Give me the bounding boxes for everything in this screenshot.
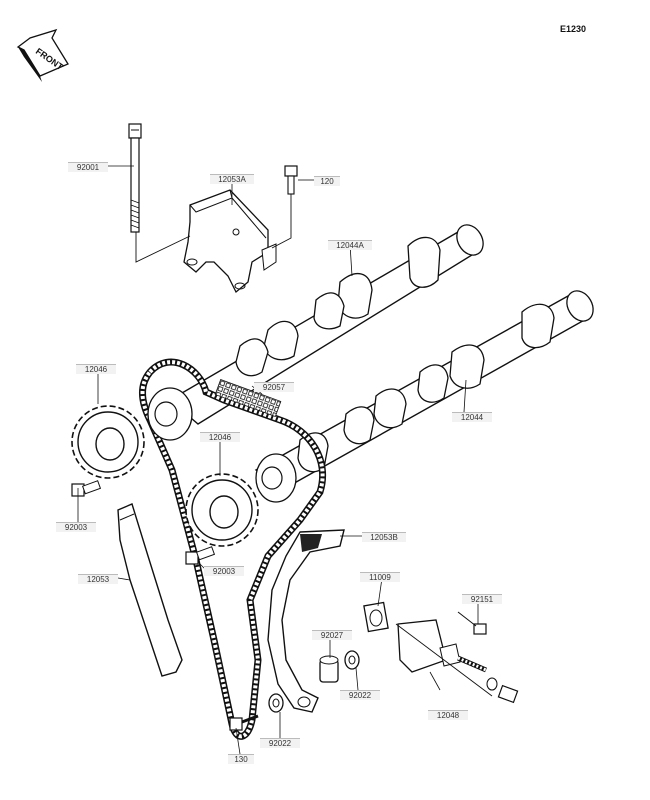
washer-right	[344, 650, 360, 670]
bottom-bolt	[229, 714, 259, 731]
part-label-92022-bottom[interactable]: 92022	[260, 738, 300, 748]
part-label-92001[interactable]: 92001	[68, 162, 108, 172]
part-label-130[interactable]: 130	[228, 754, 254, 764]
part-label-11009[interactable]: 11009	[360, 572, 400, 582]
collar	[319, 655, 339, 683]
part-label-92003-mid[interactable]: 92003	[204, 566, 244, 576]
part-label-12053[interactable]: 12053	[78, 574, 118, 584]
small-bolt	[284, 165, 298, 195]
part-label-12046-upper[interactable]: 12046	[76, 364, 116, 374]
sprocket-bolt-left	[71, 480, 102, 497]
washer-bottom	[268, 693, 284, 713]
part-label-12044a[interactable]: 12044A	[328, 240, 372, 250]
part-label-12044[interactable]: 12044	[452, 412, 492, 422]
chain-tensioner	[395, 619, 519, 704]
sprocket-middle	[185, 473, 259, 547]
part-label-92057[interactable]: 92057	[254, 382, 294, 392]
long-bolt	[128, 123, 142, 233]
intake-camshaft	[168, 224, 484, 425]
part-label-12046-lower[interactable]: 12046	[200, 432, 240, 442]
part-label-12053a[interactable]: 12053A	[210, 174, 254, 184]
part-label-12048[interactable]: 12048	[428, 710, 468, 720]
left-chain-guide	[117, 503, 183, 677]
tensioner-bolt	[457, 611, 487, 635]
upper-cam-sprocket	[147, 387, 297, 503]
diagram-code: E1230	[560, 24, 587, 34]
sprocket-left	[71, 405, 145, 479]
part-label-92003-left[interactable]: 92003	[56, 522, 96, 532]
front-arrow-icon: FRONT	[16, 28, 69, 82]
part-label-12053b[interactable]: 12053B	[362, 532, 406, 542]
chain-tensioner-arm	[267, 529, 345, 713]
part-label-92022-right[interactable]: 92022	[340, 690, 380, 700]
part-label-120[interactable]: 120	[314, 176, 340, 186]
top-chain-guide	[183, 189, 277, 294]
exhaust-camshaft	[254, 290, 594, 491]
tensioner-gasket	[363, 601, 389, 633]
sprocket-bolt-middle	[185, 546, 216, 565]
part-label-92151[interactable]: 92151	[462, 594, 502, 604]
part-label-92027[interactable]: 92027	[312, 630, 352, 640]
